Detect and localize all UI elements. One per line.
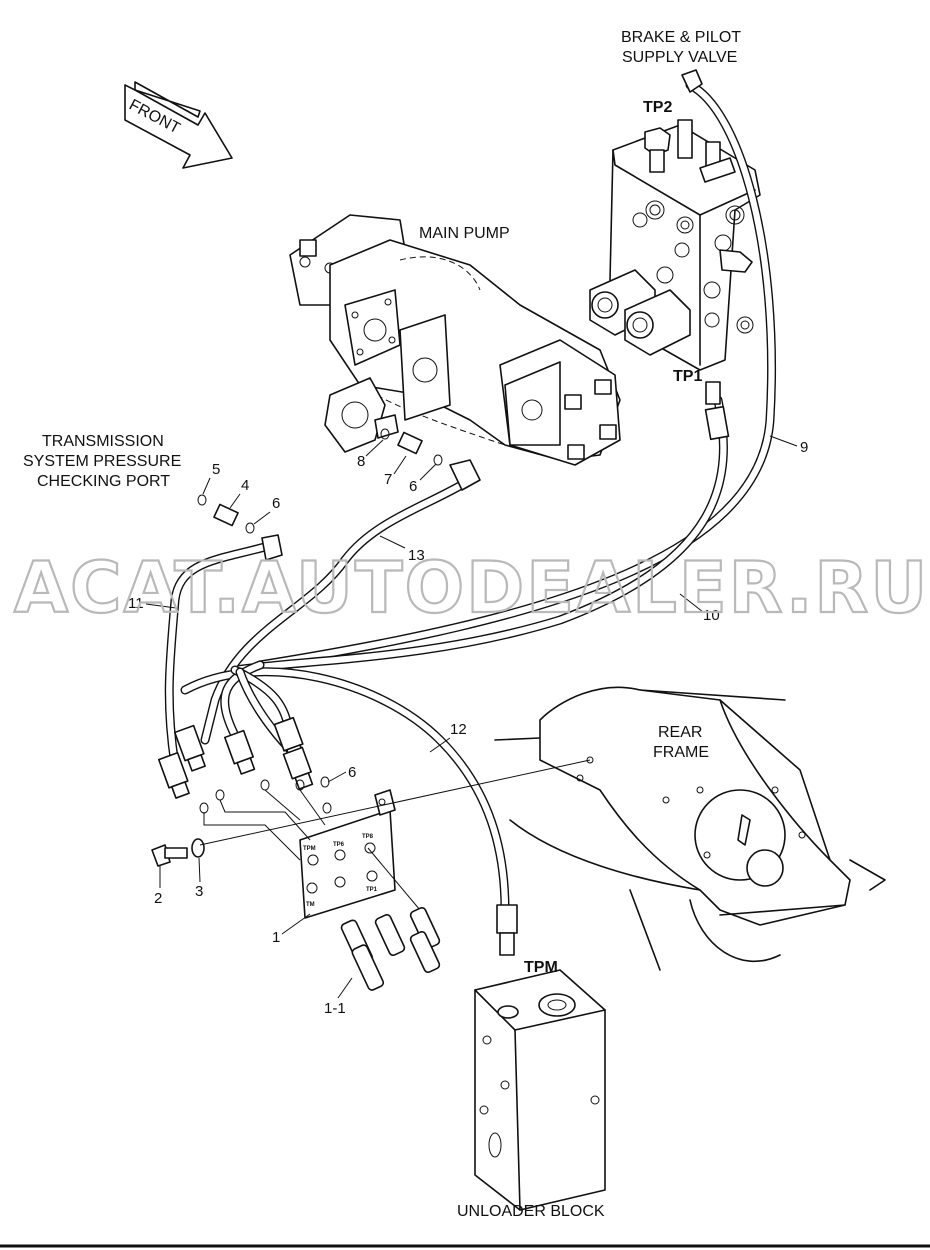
callout-3: 3 (195, 883, 203, 900)
hose-9 (255, 80, 777, 670)
plate-label-tp8: TP8 (362, 834, 374, 840)
transmission-pressure-port-label: TRANSMISSION SYSTEM PRESSURE CHECKING PO… (23, 433, 181, 490)
rear-frame-label-line1: REAR (658, 724, 702, 741)
callouts: 5 4 6 8 7 6 13 9 10 11 12 6 2 3 1 1-1 (128, 435, 808, 1017)
small-parts (197, 428, 443, 814)
plate-label-tp6: TP6 (333, 842, 345, 848)
callout-8: 8 (357, 453, 365, 470)
front-arrow: FRONT (124, 81, 233, 169)
hose-fittings (157, 69, 730, 956)
callout-9: 9 (800, 439, 808, 456)
callout-5: 5 (212, 461, 220, 478)
main-pump: MAIN PUMP (289, 214, 621, 466)
callout-13: 13 (408, 547, 425, 564)
hose-12 (180, 667, 510, 915)
plate-label-tm: TM (306, 902, 315, 908)
rear-frame-label-line2: FRAME (653, 744, 709, 761)
callout-2: 2 (154, 890, 162, 907)
callout-10: 10 (703, 607, 720, 624)
callout-6-top-left: 6 (272, 495, 280, 512)
brake-pilot-supply-valve: BRAKE & PILOT SUPPLY VALVE TP2 (589, 29, 761, 385)
unloader-block-label: UNLOADER BLOCK (457, 1203, 605, 1220)
main-pump-label: MAIN PUMP (419, 225, 510, 242)
watermark: ACAT.AUTODEALER.RU (14, 547, 929, 629)
transmission-label-line2: SYSTEM PRESSURE (23, 453, 181, 470)
callout-12: 12 (450, 721, 467, 738)
brake-valve-label-line1: BRAKE & PILOT (621, 29, 741, 46)
callout-1-1: 1-1 (324, 1000, 346, 1017)
hose-13 (200, 475, 475, 745)
transmission-label-line1: TRANSMISSION (42, 433, 164, 450)
tpm-label: TPM (524, 959, 558, 976)
callout-4: 4 (241, 477, 249, 494)
solenoid-right (624, 289, 691, 356)
callout-1: 1 (272, 929, 280, 946)
brake-valve-label-line2: SUPPLY VALVE (622, 49, 737, 66)
rear-frame: REAR FRAME (494, 686, 886, 971)
hose-11 (164, 540, 277, 770)
tp2-label: TP2 (643, 99, 672, 116)
test-couplings (340, 907, 441, 991)
plate-label-tpm: TPM (303, 846, 316, 852)
transmission-label-line3: CHECKING PORT (37, 473, 170, 490)
tp1-label: TP1 (673, 368, 702, 385)
hose-10 (230, 395, 728, 675)
callout-6-pump: 6 (409, 478, 417, 495)
test-port-plate: TPM TP6 TP8 TM TP1 (151, 759, 591, 919)
plate-label-tp1: TP1 (366, 887, 378, 893)
unloader-block: TPM UNLOADER BLOCK (457, 959, 606, 1220)
callout-11: 11 (128, 595, 144, 612)
callout-7: 7 (384, 471, 392, 488)
callout-6-plate: 6 (348, 764, 356, 781)
